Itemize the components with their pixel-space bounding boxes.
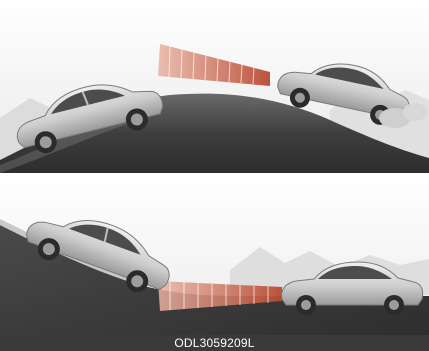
downhill-scene-illustration: [0, 175, 429, 335]
uphill-scene-illustration: [0, 0, 429, 173]
roadside-bush: [403, 103, 427, 121]
downhill-scene-panel: [0, 175, 429, 335]
uphill-scene-panel: [0, 0, 429, 173]
caption-bar: ODL3059209L: [0, 335, 429, 351]
figure-code-label: ODL3059209L: [174, 335, 254, 351]
